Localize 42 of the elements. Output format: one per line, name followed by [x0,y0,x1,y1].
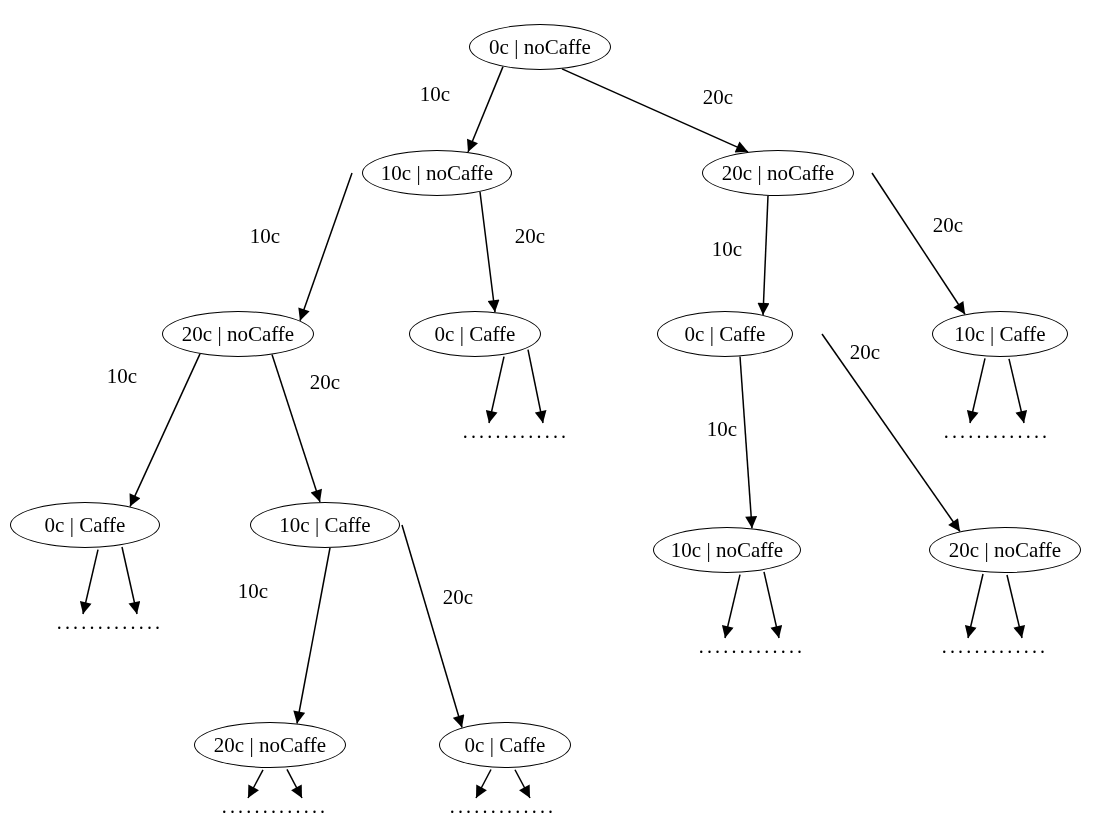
arrow [721,573,741,639]
arrow [129,353,201,508]
arrow [475,768,492,799]
continuation-dots: ............. [461,423,571,439]
state-ellipse: 10c | Caffe [932,311,1068,357]
state-ellipse: 0c | Caffe [439,722,571,768]
state-ellipse: 0c | Caffe [409,311,541,357]
state-ellipse: 10c | noCaffe [653,527,801,573]
arrow [1008,358,1028,424]
arrow [121,546,141,615]
arrow [479,191,500,313]
arrow [821,333,961,533]
arrow [514,769,531,799]
continuation-dots: ............. [448,798,558,814]
continuation-dots: ............. [220,798,330,814]
arrow [247,769,264,799]
state-ellipse: 20c | noCaffe [702,150,854,196]
state-ellipse: 20c | noCaffe [162,311,314,357]
arrow [966,357,986,424]
arrow [485,355,505,424]
state-ellipse: 0c | Caffe [657,311,793,357]
arrow [271,353,322,503]
continuation-dots: ............. [697,638,807,654]
arrow [757,195,770,316]
state-ellipse: 10c | Caffe [250,502,400,548]
arrow [964,573,984,639]
state-ellipse: 20c | noCaffe [194,722,346,768]
state-ellipse: 0c | noCaffe [469,24,611,70]
arrow [527,348,547,424]
arrow [298,172,353,322]
continuation-dots: ............. [940,638,1050,654]
state-ellipse: 10c | noCaffe [362,150,512,196]
state-ellipse: 20c | noCaffe [929,527,1081,573]
arrow [1006,574,1026,639]
arrow [763,571,783,639]
state-ellipse: 0c | Caffe [10,502,160,548]
arrow [79,548,99,615]
continuation-dots: ............. [942,423,1052,439]
arrow [871,172,966,316]
continuation-dots: ............. [55,614,165,630]
arrow [401,524,465,729]
arrow [286,768,303,799]
